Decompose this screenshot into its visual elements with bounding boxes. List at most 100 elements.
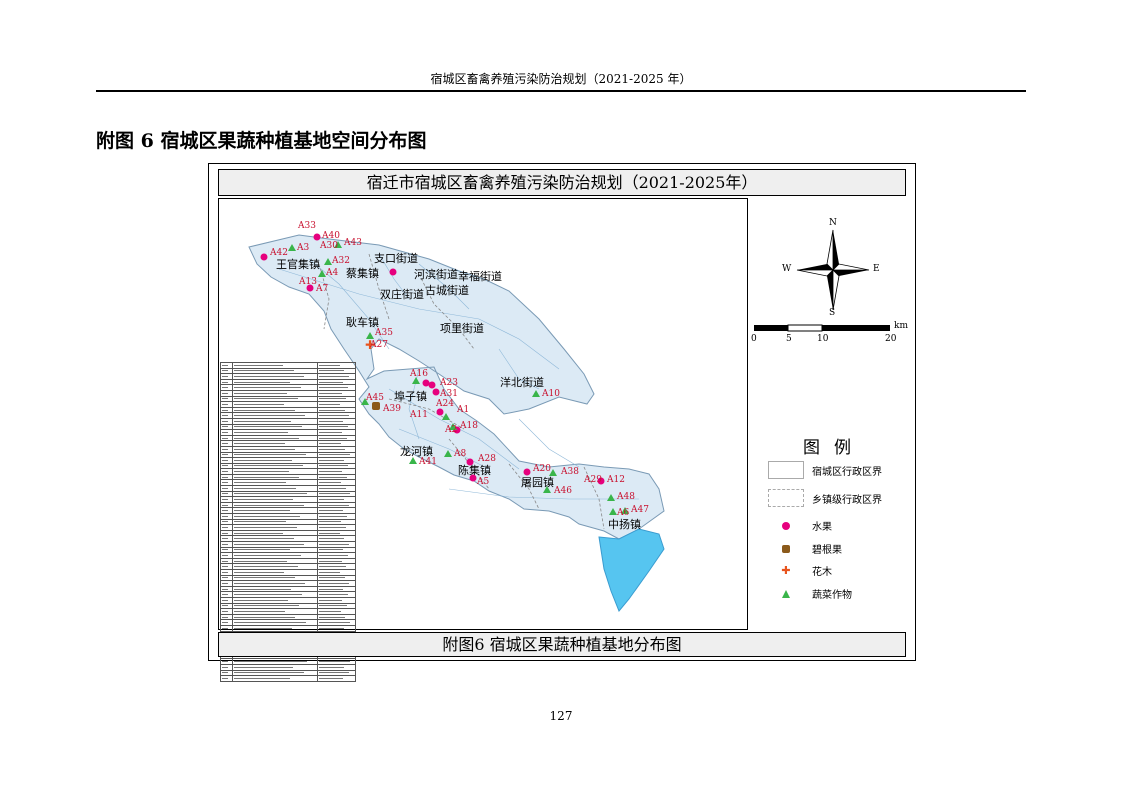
table-cell-mark — [222, 443, 228, 445]
table-cell — [316, 384, 357, 391]
table-cell-mark — [318, 471, 343, 473]
table-row — [219, 485, 357, 492]
table-cell-mark — [234, 610, 285, 612]
table-cell-mark — [234, 549, 291, 551]
table-cell-mark — [234, 415, 306, 417]
table-cell-mark — [318, 504, 349, 506]
site-label: A23 — [440, 378, 458, 388]
table-cell-mark — [222, 364, 228, 366]
table-cell-mark — [222, 622, 228, 624]
table-cell-mark — [234, 459, 293, 461]
table-cell-mark — [234, 666, 293, 668]
site-label: A42 — [270, 248, 288, 258]
table-cell — [316, 501, 357, 509]
table-cell — [316, 378, 357, 386]
page-number: 127 — [549, 709, 573, 723]
table-row — [219, 468, 357, 475]
table-cell-mark — [318, 443, 341, 445]
table-cell-mark — [318, 364, 340, 366]
table-cell — [219, 384, 234, 391]
table-cell — [219, 395, 234, 403]
table-cell-mark — [222, 493, 228, 495]
table-cell-mark — [234, 375, 305, 377]
place-label-caiji: 蔡集镇 — [346, 267, 379, 280]
table-cell-mark — [318, 560, 342, 562]
table-cell — [316, 462, 357, 470]
site-label: A18 — [460, 421, 478, 431]
table-cell-mark — [234, 605, 299, 607]
site-label: A12 — [607, 475, 625, 485]
table-cell-mark — [318, 375, 350, 377]
district-outline — [248, 234, 665, 540]
table-cell — [219, 373, 234, 380]
flower-icon: ✚ — [781, 563, 791, 577]
table-cell-mark — [222, 370, 228, 372]
table-cell-mark — [222, 482, 228, 484]
site-label: A33 — [298, 221, 316, 231]
table-cell-mark — [222, 605, 228, 607]
table-cell-mark — [222, 426, 228, 428]
table-cell-mark — [234, 409, 295, 411]
table-cell-mark — [318, 459, 344, 461]
table-cell-mark — [234, 370, 294, 372]
table-cell-mark — [234, 599, 289, 601]
site-label: A3 — [297, 243, 310, 253]
fruit-icon — [782, 521, 790, 530]
table-cell-mark — [318, 549, 344, 551]
table-cell-mark — [318, 610, 341, 612]
table-cell — [219, 468, 234, 475]
legend-title: 图例 — [803, 438, 865, 458]
legend-label: 碧根果 — [812, 545, 842, 556]
table-cell — [316, 412, 357, 419]
table-cell-mark — [234, 566, 298, 568]
table-cell-mark — [318, 381, 344, 383]
place-label-hebin: 河滨街道 — [414, 268, 458, 281]
site-label: A6 — [617, 508, 630, 518]
place-label-tuyuan: 屠园镇 — [521, 476, 554, 489]
table-cell-mark — [318, 543, 350, 545]
legend-label: 宿城区行政区界 — [812, 466, 882, 478]
table-cell-mark — [318, 493, 351, 495]
lake-shape — [598, 528, 665, 612]
table-row — [219, 373, 357, 380]
scale-tick: 20 — [885, 334, 897, 344]
scale-seg — [787, 324, 823, 332]
table-cell-mark — [318, 465, 349, 467]
table-cell-mark — [234, 560, 288, 562]
site-label: A39 — [383, 404, 401, 414]
place-label-chenji: 陈集镇 — [458, 464, 491, 477]
table-cell-mark — [318, 515, 348, 517]
table-cell-mark — [318, 599, 343, 601]
place-label-zhikou: 支口街道 — [374, 252, 418, 265]
scale-seg — [754, 325, 788, 331]
table-cell — [219, 490, 234, 498]
map-frame — [208, 163, 916, 661]
table-cell-mark — [318, 398, 347, 400]
site-label: A13 — [299, 277, 317, 287]
table-cell-mark — [234, 364, 284, 366]
table-cell — [316, 479, 357, 487]
table-cell-mark — [222, 499, 228, 501]
table-cell-mark — [318, 538, 345, 540]
table-cell-mark — [222, 666, 228, 668]
table-cell-mark — [234, 398, 298, 400]
site-label: A43 — [344, 238, 362, 248]
legend-label: 花木 — [812, 567, 832, 578]
site-label: A11 — [410, 410, 428, 420]
site-label: A5 — [477, 477, 490, 487]
table-cell-mark — [222, 504, 228, 506]
scale-tick: 5 — [786, 334, 792, 344]
legend-item-township: 乡镇级行政区界 — [768, 489, 882, 507]
site-label: A38 — [561, 467, 579, 477]
compass-rose — [796, 229, 870, 311]
legend-symbol — [768, 544, 804, 554]
table-cell-mark — [222, 431, 228, 433]
table-cell-mark — [222, 543, 228, 545]
table-cell-mark — [234, 577, 295, 579]
table-cell-mark — [318, 437, 347, 439]
table-cell — [316, 417, 357, 425]
place-label-zhongyang: 中扬镇 — [608, 518, 641, 531]
table-cell-mark — [234, 465, 303, 467]
table-cell-mark — [318, 532, 340, 534]
table-cell — [219, 417, 234, 425]
